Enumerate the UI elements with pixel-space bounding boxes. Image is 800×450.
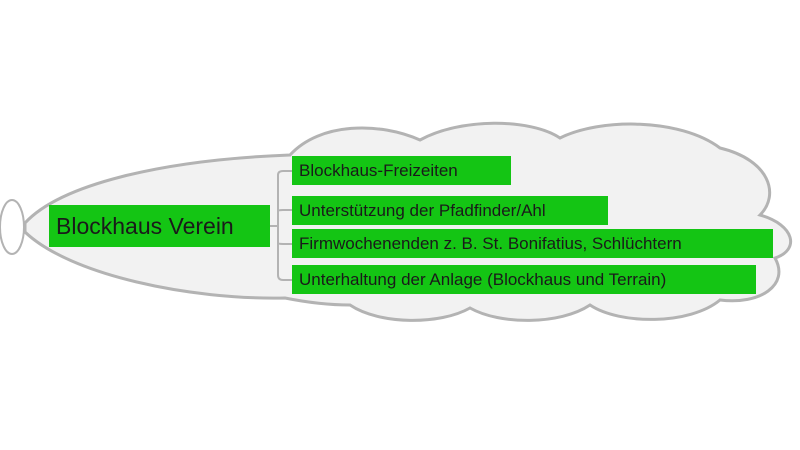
branch-node-blockhaus-freizeiten[interactable]: Blockhaus-Freizeiten [292,156,511,185]
branch-node-firmwochenenden[interactable]: Firmwochenenden z. B. St. Bonifatius, Sc… [292,229,773,258]
connector-branch-0 [270,170,292,227]
branch-node-label: Blockhaus-Freizeiten [299,161,458,180]
branch-node-label: Unterstützung der Pfadfinder/Ahl [299,201,546,220]
end-cap-ellipse [0,199,25,255]
connector-lines [270,170,292,281]
branch-node-pfadfinder[interactable]: Unterstützung der Pfadfinder/Ahl [292,196,608,225]
branch-node-unterhaltung[interactable]: Unterhaltung der Anlage (Blockhaus und T… [292,265,756,294]
root-node[interactable]: Blockhaus Verein [49,205,270,247]
connector-branch-3 [277,226,292,281]
root-node-label: Blockhaus Verein [56,212,234,239]
connector-branch-1 [277,209,292,226]
branch-node-label: Unterhaltung der Anlage (Blockhaus und T… [299,270,667,289]
branch-node-label: Firmwochenenden z. B. St. Bonifatius, Sc… [299,234,682,253]
